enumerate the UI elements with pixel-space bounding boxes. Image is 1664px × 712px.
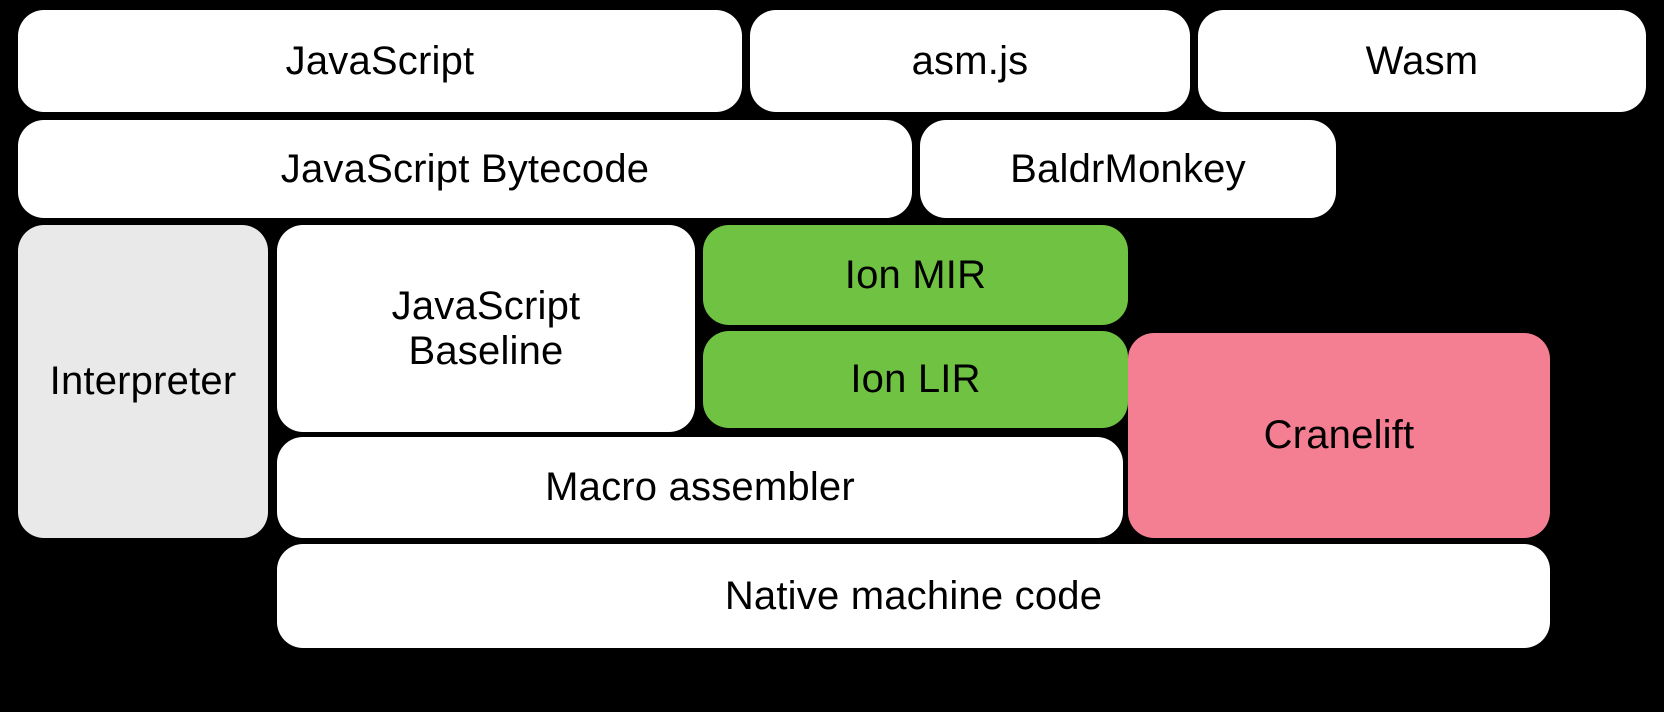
node-ion-mir: Ion MIR <box>703 225 1128 325</box>
node-baldrmonkey: BaldrMonkey <box>920 120 1336 218</box>
node-macro-assembler: Macro assembler <box>277 437 1123 538</box>
node-interpreter: Interpreter <box>18 225 268 538</box>
node-asmjs: asm.js <box>750 10 1190 112</box>
node-javascript: JavaScript <box>18 10 742 112</box>
node-wasm: Wasm <box>1198 10 1646 112</box>
node-native-machine-code: Native machine code <box>277 544 1550 648</box>
node-cranelift: Cranelift <box>1128 333 1550 538</box>
node-ion-lir: Ion LIR <box>703 331 1128 428</box>
node-javascript-baseline: JavaScript Baseline <box>277 225 695 432</box>
node-javascript-bytecode: JavaScript Bytecode <box>18 120 912 218</box>
